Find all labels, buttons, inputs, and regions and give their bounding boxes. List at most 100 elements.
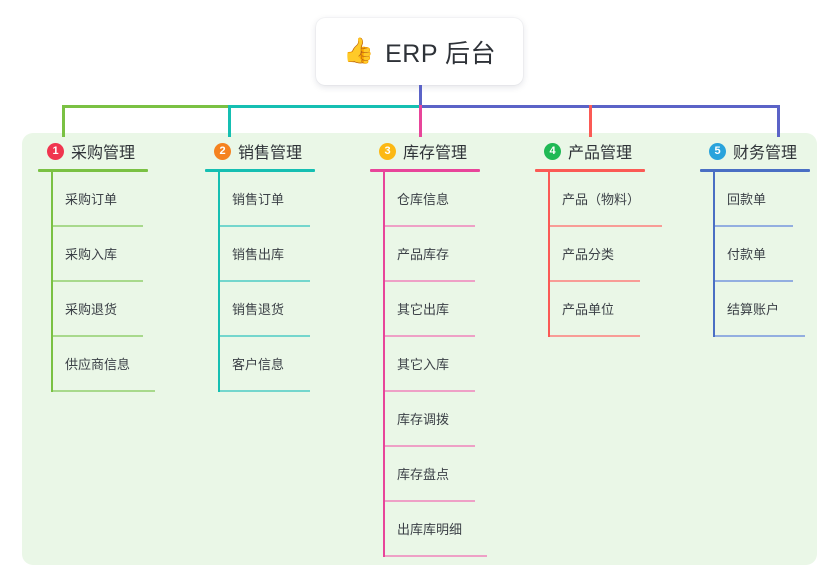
leaf-rule bbox=[53, 390, 155, 392]
column-4: 4 产品管理产品（物料） 产品分类产品单位 bbox=[535, 140, 662, 337]
leaf-rule bbox=[550, 335, 640, 337]
column-badge: 1 bbox=[47, 142, 64, 160]
leaf-rule bbox=[220, 225, 310, 227]
leaf-rule bbox=[385, 280, 475, 282]
leaf-list: 仓库信息产品库存其它出库其它入库库存调拨库存盘点出库库明细 bbox=[370, 172, 487, 557]
leaf-label: 付款单 bbox=[727, 247, 767, 262]
column-badge: 2 bbox=[214, 142, 231, 160]
column-spine bbox=[383, 172, 385, 557]
leaf-item[interactable]: 销售订单 bbox=[218, 172, 315, 227]
column-badge: 3 bbox=[379, 142, 396, 160]
leaf-rule bbox=[220, 390, 310, 392]
column-spine bbox=[51, 172, 53, 392]
leaf-rule bbox=[385, 555, 487, 557]
column-title: 库存管理 bbox=[403, 145, 468, 162]
leaf-rule bbox=[53, 335, 143, 337]
leaf-label: 其它出库 bbox=[397, 302, 450, 317]
leaf-label: 库存盘点 bbox=[397, 467, 450, 482]
leaf-label: 结算账户 bbox=[727, 302, 780, 317]
column-spine bbox=[713, 172, 715, 337]
column-header-rule bbox=[535, 169, 645, 172]
trunk-segment bbox=[419, 105, 779, 108]
leaf-label: 仓库信息 bbox=[397, 192, 450, 207]
leaf-label: 采购订单 bbox=[65, 192, 118, 207]
column-header-4[interactable]: 4 产品管理 bbox=[535, 140, 645, 162]
column-header-2[interactable]: 2 销售管理 bbox=[205, 140, 315, 162]
leaf-rule bbox=[385, 500, 475, 502]
leaf-item[interactable]: 库存盘点 bbox=[383, 447, 480, 502]
column-title: 产品管理 bbox=[568, 145, 633, 162]
leaf-item[interactable]: 付款单 bbox=[713, 227, 810, 282]
leaf-rule bbox=[550, 225, 662, 227]
column-header-1[interactable]: 1 采购管理 bbox=[38, 140, 148, 162]
leaf-label: 库存调拨 bbox=[397, 412, 450, 427]
leaf-list: 采购订单采购入库采购退货供应商信息 bbox=[38, 172, 155, 392]
leaf-label: 客户信息 bbox=[232, 357, 285, 372]
leaf-item[interactable]: 回款单 bbox=[713, 172, 810, 227]
column-header-3[interactable]: 3 库存管理 bbox=[370, 140, 480, 162]
leaf-item[interactable]: 库存调拨 bbox=[383, 392, 480, 447]
leaf-rule bbox=[550, 280, 640, 282]
leaf-item[interactable]: 采购退货 bbox=[51, 282, 148, 337]
leaf-label: 产品单位 bbox=[562, 302, 615, 317]
root-node[interactable]: 👍 ERP 后台 bbox=[316, 18, 523, 85]
trunk-drop-connector bbox=[589, 105, 592, 137]
trunk-drop-connector bbox=[228, 105, 231, 137]
column-badge: 5 bbox=[709, 142, 726, 160]
column-header-rule bbox=[370, 169, 480, 172]
leaf-label: 产品库存 bbox=[397, 247, 450, 262]
leaf-label: 供应商信息 bbox=[65, 357, 131, 372]
leaf-label: 销售订单 bbox=[232, 192, 285, 207]
leaf-rule bbox=[385, 390, 475, 392]
leaf-rule bbox=[220, 280, 310, 282]
leaf-item[interactable]: 其它出库 bbox=[383, 282, 480, 337]
leaf-item[interactable]: 仓库信息 bbox=[383, 172, 480, 227]
column-title: 财务管理 bbox=[733, 145, 798, 162]
leaf-label: 销售出库 bbox=[232, 247, 285, 262]
trunk-drop-connector bbox=[419, 105, 422, 137]
leaf-item[interactable]: 产品单位 bbox=[548, 282, 645, 337]
leaf-item[interactable]: 其它入库 bbox=[383, 337, 480, 392]
thumbs-up-icon: 👍 bbox=[342, 37, 375, 65]
leaf-item[interactable]: 客户信息 bbox=[218, 337, 315, 392]
column-1: 1 采购管理采购订单采购入库采购退货供应商信息 bbox=[38, 140, 155, 392]
column-spine bbox=[548, 172, 550, 337]
leaf-item[interactable]: 销售出库 bbox=[218, 227, 315, 282]
leaf-rule bbox=[385, 225, 475, 227]
leaf-item[interactable]: 产品分类 bbox=[548, 227, 645, 282]
leaf-item[interactable]: 采购入库 bbox=[51, 227, 148, 282]
leaf-item[interactable]: 结算账户 bbox=[713, 282, 810, 337]
leaf-item[interactable]: 采购订单 bbox=[51, 172, 148, 227]
leaf-item[interactable]: 产品（物料） bbox=[548, 172, 662, 227]
leaf-rule bbox=[220, 335, 310, 337]
leaf-rule bbox=[385, 445, 475, 447]
column-title: 销售管理 bbox=[238, 145, 303, 162]
trunk-drop-connector bbox=[777, 105, 780, 137]
leaf-rule bbox=[715, 225, 793, 227]
column-header-5[interactable]: 5 财务管理 bbox=[700, 140, 810, 162]
column-header-rule bbox=[700, 169, 810, 172]
leaf-item[interactable]: 出库库明细 bbox=[383, 502, 487, 557]
column-3: 3 库存管理仓库信息产品库存其它出库其它入库库存调拨库存盘点出库库明细 bbox=[370, 140, 487, 557]
column-title: 采购管理 bbox=[71, 145, 136, 162]
leaf-item[interactable]: 供应商信息 bbox=[51, 337, 155, 392]
leaf-rule bbox=[715, 335, 805, 337]
column-2: 2 销售管理销售订单销售出库销售退货客户信息 bbox=[205, 140, 315, 392]
leaf-label: 采购入库 bbox=[65, 247, 118, 262]
leaf-label: 产品（物料） bbox=[562, 192, 641, 207]
leaf-rule bbox=[53, 280, 143, 282]
leaf-rule bbox=[53, 225, 143, 227]
column-header-rule bbox=[38, 169, 148, 172]
leaf-label: 出库库明细 bbox=[397, 522, 463, 537]
leaf-item[interactable]: 销售退货 bbox=[218, 282, 315, 337]
leaf-rule bbox=[385, 335, 475, 337]
column-5: 5 财务管理回款单付款单结算账户 bbox=[700, 140, 810, 337]
column-badge: 4 bbox=[544, 142, 561, 160]
leaf-rule bbox=[715, 280, 793, 282]
root-title: ERP 后台 bbox=[385, 39, 497, 68]
leaf-item[interactable]: 产品库存 bbox=[383, 227, 480, 282]
trunk-drop-connector bbox=[62, 105, 65, 137]
leaf-label: 回款单 bbox=[727, 192, 767, 207]
leaf-label: 销售退货 bbox=[232, 302, 285, 317]
leaf-label: 产品分类 bbox=[562, 247, 615, 262]
